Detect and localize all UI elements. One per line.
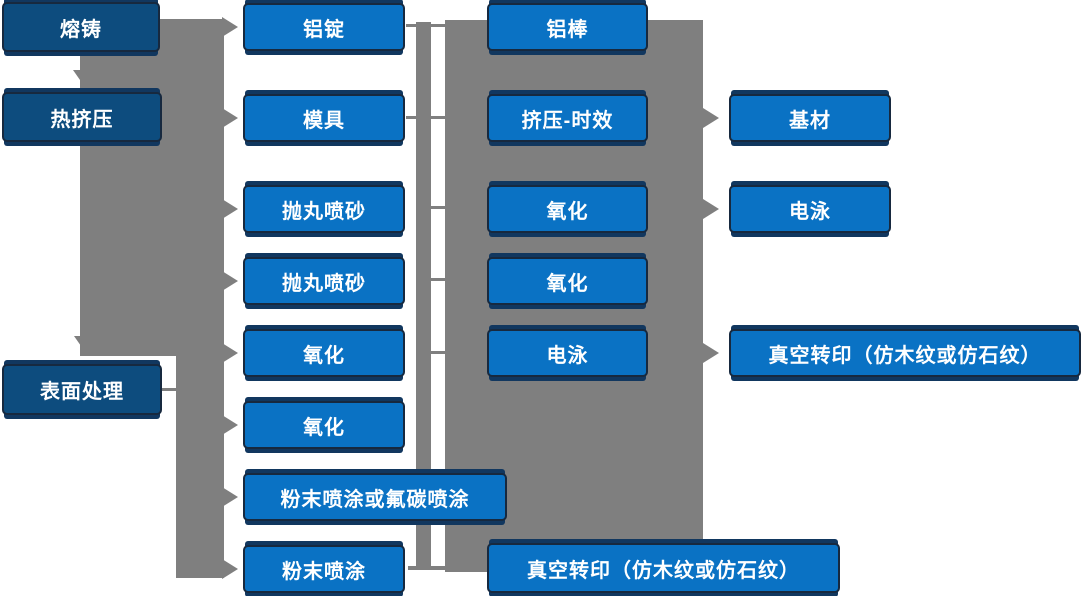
stub-yanghua4-row [431, 278, 448, 281]
flow-node-lvding: 铝锭 [243, 3, 405, 51]
arrow-to-paowanpensha-2-icon [222, 271, 238, 291]
arrow-to-fenmo-futan-icon [222, 487, 238, 507]
flow-node-rejiya: 热挤压 [2, 92, 162, 142]
flow-node-yanghua-2: 氧化 [243, 401, 405, 449]
flow-node-zhenkong-right: 真空转印（仿木纹或仿石纹） [729, 329, 1081, 377]
arrow-to-zhenkong-right-icon [703, 343, 719, 363]
flow-node-yanghua-1: 氧化 [243, 329, 405, 377]
stub-jiya-row [406, 116, 448, 119]
arrow-to-fenmo-icon [222, 559, 238, 579]
flow-node-jicai: 基材 [729, 94, 891, 142]
main-flow-band [80, 19, 224, 356]
flow-node-lvbang: 铝棒 [487, 3, 648, 51]
arrow-to-yanghua-2-icon [222, 415, 238, 435]
flow-node-paowanpensha-2: 抛丸喷砂 [243, 257, 405, 305]
arrow-to-biaomianchuli-icon [74, 336, 102, 356]
flow-node-fenmo: 粉末喷涂 [243, 545, 405, 593]
arrow-to-yanghua-1-icon [222, 343, 238, 363]
flow-node-dianyong-2: 电泳 [729, 185, 891, 233]
flow-node-muju: 模具 [243, 94, 405, 142]
stub-lvbang-row [406, 24, 448, 27]
stub-dianyong-row [431, 351, 448, 354]
flow-node-fenmo-futan: 粉末喷涂或氟碳喷涂 [243, 473, 507, 521]
flow-node-yanghua-4: 氧化 [487, 257, 648, 305]
arrow-to-jicai-icon [703, 108, 719, 128]
flow-node-biaomianchuli: 表面处理 [2, 364, 162, 415]
collector-strip [416, 22, 431, 568]
flow-node-yanghua-3: 氧化 [487, 185, 648, 233]
surface-branch-band [176, 356, 224, 578]
arrow-to-rejiya-icon [73, 70, 101, 90]
line-fenmo-zhenkong [408, 566, 490, 570]
arrow-to-dianyong-2-icon [703, 199, 719, 219]
flow-node-jiya-shixiao: 挤压-时效 [487, 94, 648, 142]
flow-node-zhenkong-bottom: 真空转印（仿木纹或仿石纹） [487, 543, 840, 593]
arrow-to-paowanpensha-1-icon [222, 199, 238, 219]
flow-node-rongzhu: 熔铸 [2, 2, 160, 52]
stub-yanghua3-row [431, 206, 448, 209]
flow-node-dianyong-1: 电泳 [487, 329, 648, 377]
arrow-to-muju-icon [222, 108, 238, 128]
flow-node-paowanpensha-1: 抛丸喷砂 [243, 185, 405, 233]
stub-biaomianchuli [161, 388, 177, 391]
arrow-to-lvding-icon [222, 17, 238, 37]
